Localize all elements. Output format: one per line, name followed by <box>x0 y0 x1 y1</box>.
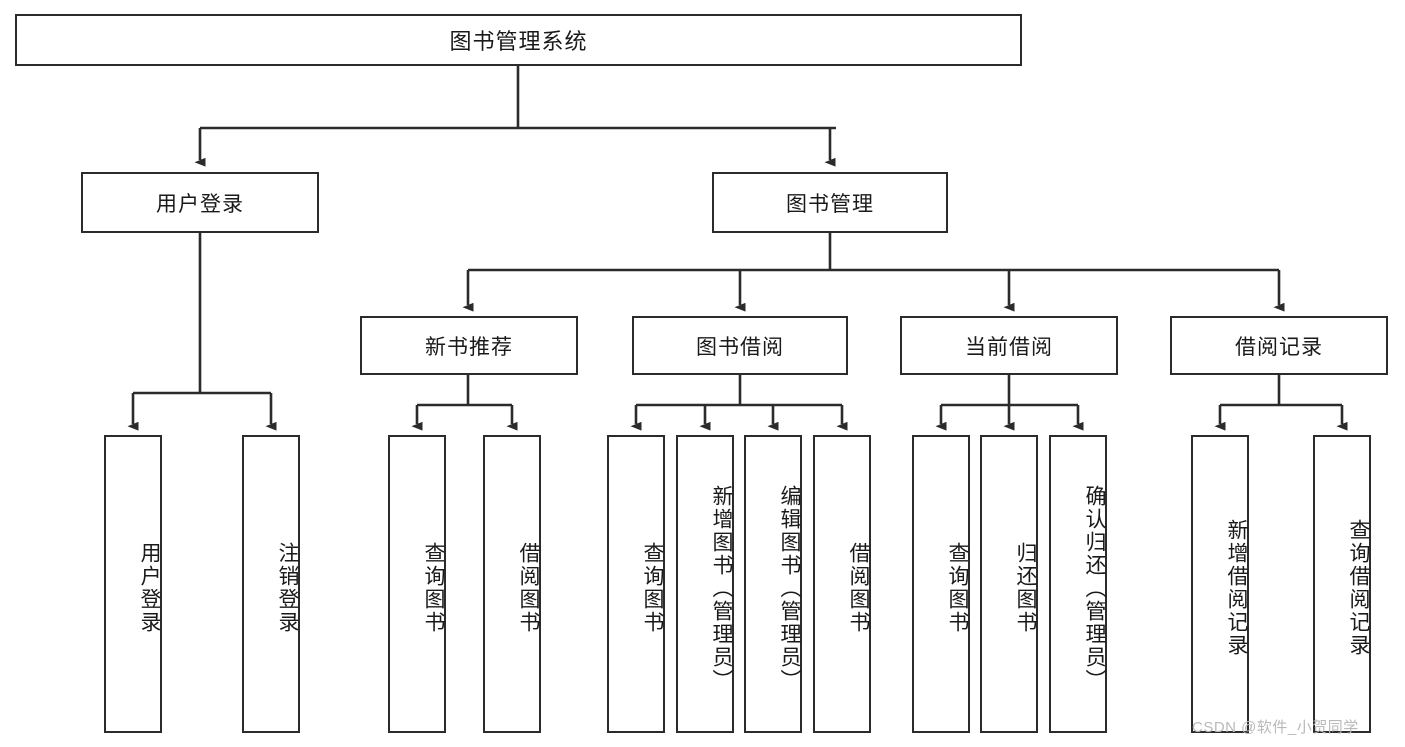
node-leaf-query-book-3-label: 查询图书 <box>946 542 969 634</box>
node-leaf-edit-book-admin-label: 编辑图书（管理员） <box>778 484 801 692</box>
node-leaf-add-book-admin[interactable]: 新增图书（管理员） <box>676 435 734 733</box>
node-leaf-confirm-return-admin-label: 确认归还（管理员） <box>1083 484 1106 692</box>
node-leaf-edit-book-admin[interactable]: 编辑图书（管理员） <box>744 435 802 733</box>
node-new-book-recommend[interactable]: 新书推荐 <box>360 316 578 375</box>
node-leaf-logout-login-label: 注销登录 <box>276 542 299 634</box>
node-leaf-return-book-label: 归还图书 <box>1014 542 1037 634</box>
node-leaf-user-login[interactable]: 用户登录 <box>104 435 162 733</box>
node-leaf-borrow-book-1[interactable]: 借阅图书 <box>483 435 541 733</box>
node-leaf-confirm-return-admin[interactable]: 确认归还（管理员） <box>1049 435 1107 733</box>
node-leaf-borrow-book-1-label: 借阅图书 <box>517 542 540 634</box>
node-book-management-label: 图书管理 <box>786 192 874 216</box>
node-book-borrow-label: 图书借阅 <box>696 335 784 359</box>
node-borrow-record-label: 借阅记录 <box>1235 335 1323 359</box>
node-book-management[interactable]: 图书管理 <box>712 172 948 233</box>
watermark-text: CSDN @软件_小贺同学 <box>1192 719 1359 736</box>
node-user-login[interactable]: 用户登录 <box>81 172 319 233</box>
node-current-borrow[interactable]: 当前借阅 <box>900 316 1118 375</box>
node-leaf-query-book-3[interactable]: 查询图书 <box>912 435 970 733</box>
node-root-label: 图书管理系统 <box>449 29 588 54</box>
node-root[interactable]: 图书管理系统 <box>15 14 1022 66</box>
node-leaf-return-book[interactable]: 归还图书 <box>980 435 1038 733</box>
node-borrow-record[interactable]: 借阅记录 <box>1170 316 1388 375</box>
node-user-login-label: 用户登录 <box>156 192 244 216</box>
node-leaf-query-borrow-record-label: 查询借阅记录 <box>1347 519 1370 657</box>
node-leaf-query-borrow-record[interactable]: 查询借阅记录 <box>1313 435 1371 733</box>
node-current-borrow-label: 当前借阅 <box>965 335 1053 359</box>
node-leaf-borrow-book-2-label: 借阅图书 <box>847 542 870 634</box>
node-leaf-logout-login[interactable]: 注销登录 <box>242 435 300 733</box>
node-leaf-query-book-1-label: 查询图书 <box>422 542 445 634</box>
node-leaf-query-book-2-label: 查询图书 <box>641 542 664 634</box>
node-leaf-user-login-label: 用户登录 <box>138 542 161 634</box>
node-leaf-add-borrow-record[interactable]: 新增借阅记录 <box>1191 435 1249 733</box>
node-leaf-add-book-admin-label: 新增图书（管理员） <box>710 484 733 692</box>
node-book-borrow[interactable]: 图书借阅 <box>632 316 848 375</box>
node-leaf-borrow-book-2[interactable]: 借阅图书 <box>813 435 871 733</box>
node-new-book-recommend-label: 新书推荐 <box>425 335 513 359</box>
node-leaf-query-book-2[interactable]: 查询图书 <box>607 435 665 733</box>
node-leaf-query-book-1[interactable]: 查询图书 <box>388 435 446 733</box>
node-leaf-add-borrow-record-label: 新增借阅记录 <box>1225 519 1248 657</box>
